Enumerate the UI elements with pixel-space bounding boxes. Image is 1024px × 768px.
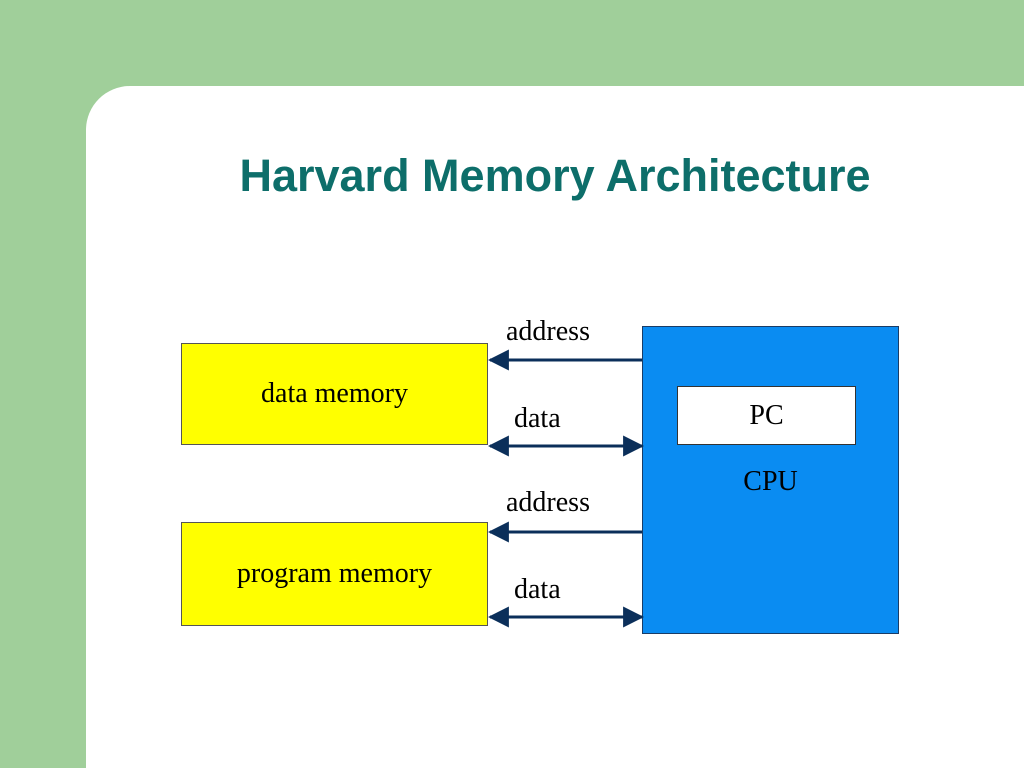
data-memory-box: data memory bbox=[181, 343, 488, 445]
program-memory-data-label: data bbox=[514, 574, 561, 605]
program-memory-box: program memory bbox=[181, 522, 488, 626]
pc-register-box: PC bbox=[677, 386, 856, 445]
data-memory-address-label: address bbox=[506, 316, 590, 347]
pc-register-label: PC bbox=[749, 399, 784, 431]
cpu-label: CPU bbox=[743, 466, 798, 497]
slide-title: Harvard Memory Architecture bbox=[239, 150, 871, 201]
cpu-box bbox=[642, 326, 899, 634]
program-memory-label: program memory bbox=[236, 558, 433, 589]
program-memory-address-label: address bbox=[506, 487, 590, 518]
data-memory-data-label: data bbox=[514, 403, 561, 434]
data-memory-label: data memory bbox=[261, 378, 408, 409]
